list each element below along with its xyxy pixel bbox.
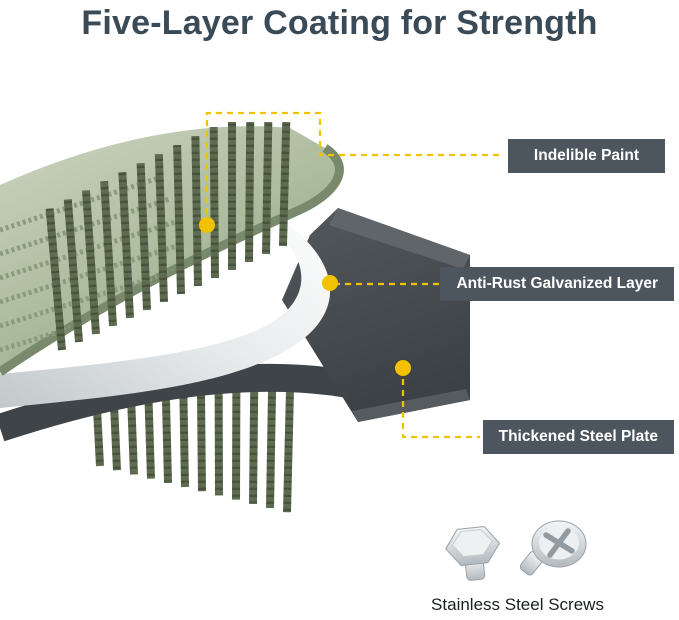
coating-tooth (266, 374, 277, 509)
coating-tooth (228, 122, 236, 270)
phillips-cross-icon (542, 528, 575, 558)
steel-plate-shape (282, 208, 470, 422)
top-teeth (45, 121, 291, 351)
callout-dots (199, 217, 411, 376)
coating-tooth (262, 121, 273, 255)
coating-tooth (118, 171, 134, 319)
callout-dot-paint (199, 217, 215, 233)
callout-line-paint (205, 111, 500, 225)
label-anti-rust-galvanized: Anti-Rust Galvanized Layer (440, 267, 674, 301)
coating-tooth (136, 162, 151, 311)
coating-tooth (63, 199, 83, 343)
coating-tooth (144, 392, 155, 479)
label-indelible-paint: Indelible Paint (507, 139, 665, 173)
hex-screw-icon (444, 525, 500, 581)
coating-tooth (100, 181, 117, 327)
label-thickened-steel-plate: Thickened Steel Plate (482, 420, 674, 454)
coating-tooth (161, 389, 172, 483)
coating-tooth (126, 394, 138, 475)
coating-tooth (179, 387, 189, 488)
coating-tooth (45, 208, 66, 351)
coating-tooth (92, 399, 104, 467)
coating-tooth (249, 377, 259, 504)
bottom-teeth (92, 372, 295, 513)
coating-tooth (214, 382, 223, 496)
galvanized-layer-shape (0, 198, 331, 408)
screws-illustration (444, 520, 586, 581)
coating-tooth (196, 384, 206, 492)
coating-tooth (154, 153, 168, 303)
coating-tooth (245, 121, 255, 263)
coating-tooth (109, 397, 121, 471)
callout-line-steel (401, 368, 480, 439)
phillips-screw-icon (519, 520, 586, 576)
coating-tooth (173, 144, 185, 295)
screws-figure: Stainless Steel Screws (415, 516, 620, 615)
coating-tooth (191, 135, 202, 287)
screws-caption: Stainless Steel Screws (431, 595, 604, 614)
coating-tooth (232, 379, 241, 500)
callout-dot-galvanized (322, 275, 338, 291)
page-title: Five-Layer Coating for Strength (81, 4, 598, 42)
callout-dot-steel (395, 360, 411, 376)
coating-tooth (81, 190, 100, 335)
coating-tooth (283, 372, 295, 513)
coating-tooth (209, 126, 219, 279)
coating-tooth (279, 121, 291, 247)
